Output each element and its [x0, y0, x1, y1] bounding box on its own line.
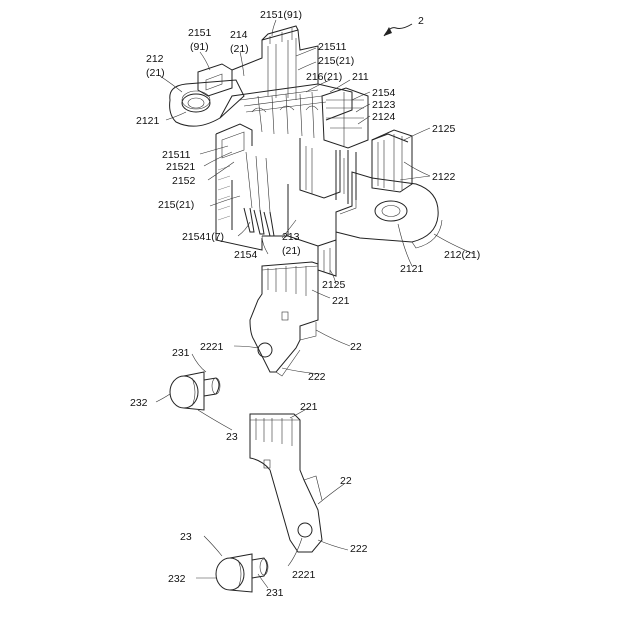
label-214-21: (21): [230, 43, 249, 55]
label-2221-lower: 2221: [292, 569, 316, 581]
label-2152: 2152: [172, 175, 196, 187]
label-2121-left: 2121: [136, 115, 160, 127]
figure-ref-arrow: [384, 24, 412, 36]
label-214: 214: [230, 29, 248, 41]
label-23-upper: 23: [226, 431, 238, 443]
label-2123: 2123: [372, 99, 396, 111]
label-222-lower: 222: [350, 543, 368, 555]
label-212-left-21: (21): [146, 67, 165, 79]
label-2154-bottom: 2154: [234, 249, 258, 261]
label-213-21: (21): [282, 245, 301, 257]
label-232-lower: 232: [168, 573, 186, 585]
label-22-lower: 22: [340, 475, 352, 487]
label-211: 211: [352, 71, 369, 83]
label-222-upper: 222: [308, 371, 326, 383]
label-232-upper: 232: [130, 397, 148, 409]
rivet-lower: [216, 554, 268, 592]
label-21511-left: 21511: [162, 149, 191, 161]
label-2154-top: 2154: [372, 87, 396, 99]
label-215-21-left: 215(21): [158, 199, 194, 211]
label-231-upper: 231: [172, 347, 190, 359]
label-212-left: 212: [146, 53, 164, 65]
label-221-lower: 221: [300, 401, 318, 413]
label-212-21-right: 212(21): [444, 249, 480, 261]
label-2221-upper: 2221: [200, 341, 224, 353]
label-21521: 21521: [166, 161, 195, 173]
label-2122: 2122: [432, 171, 456, 183]
label-2124: 2124: [372, 111, 396, 123]
label-216-21: 216(21): [306, 71, 342, 83]
busbar-upper: [250, 262, 318, 376]
label-213: 213: [282, 231, 300, 243]
label-21511-top: 21511: [318, 41, 347, 53]
label-21541-7: 21541(7): [182, 231, 224, 243]
label-2125-bottom: 2125: [322, 279, 346, 291]
label-23-lower: 23: [180, 531, 192, 543]
label-2151-91-top: 2151(91): [260, 9, 302, 21]
label-2125-right: 2125: [432, 123, 456, 135]
rivet-upper: [170, 372, 220, 410]
label-231-lower: 231: [266, 587, 284, 599]
label-2151: 2151: [188, 27, 212, 39]
label-2121-bottom: 2121: [400, 263, 424, 275]
label-91: (91): [190, 41, 209, 53]
label-215-21-top: 215(21): [318, 55, 354, 67]
busbar-lower: [250, 414, 322, 552]
label-22-upper: 22: [350, 341, 362, 353]
label-221-upper: 221: [332, 295, 350, 307]
label-figure-ref: 2: [418, 15, 424, 27]
